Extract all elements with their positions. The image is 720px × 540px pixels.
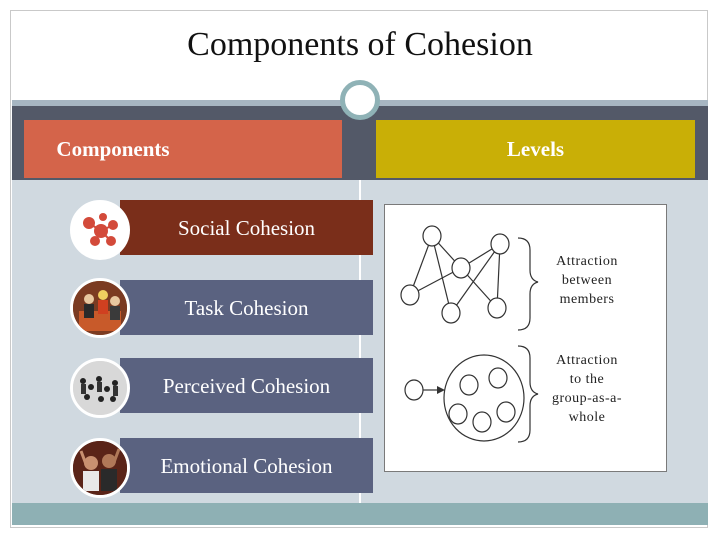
network-node — [441, 302, 461, 324]
level-group-whole: Attraction to the group-as-a-whole — [551, 353, 623, 425]
group-node — [496, 401, 516, 423]
celebration-photo-icon — [70, 438, 130, 498]
group-node — [448, 403, 468, 425]
group-boundary — [443, 354, 525, 442]
component-task-label: Task Cohesion — [120, 280, 373, 335]
network-node — [451, 257, 471, 279]
arrow-right-icon — [437, 386, 445, 394]
group-node — [459, 374, 479, 396]
social-network-icon — [70, 200, 130, 260]
component-emotional-label: Emotional Cohesion — [120, 438, 373, 493]
group-node — [488, 367, 508, 389]
levels-header: Levels — [376, 120, 695, 178]
column-divider — [359, 180, 361, 503]
individual-node — [404, 379, 424, 401]
network-node — [422, 225, 442, 247]
group-node — [472, 411, 492, 433]
bracket-top-icon — [517, 237, 539, 331]
network-node — [490, 233, 510, 255]
levels-panel — [384, 204, 667, 472]
footer-band — [12, 503, 708, 525]
network-node — [487, 297, 507, 319]
circle-connector-icon — [340, 80, 380, 120]
team-work-photo-icon — [70, 278, 130, 338]
components-header: Components — [24, 120, 342, 178]
crowd-photo-icon — [70, 358, 130, 418]
component-social-label: Social Cohesion — [120, 200, 373, 255]
component-perceived-label: Perceived Cohesion — [120, 358, 373, 413]
bracket-bottom-icon — [517, 345, 539, 443]
level-between-members: Attraction between members — [556, 254, 618, 307]
network-node — [400, 284, 420, 306]
slide-title: Components of Cohesion — [187, 26, 533, 63]
